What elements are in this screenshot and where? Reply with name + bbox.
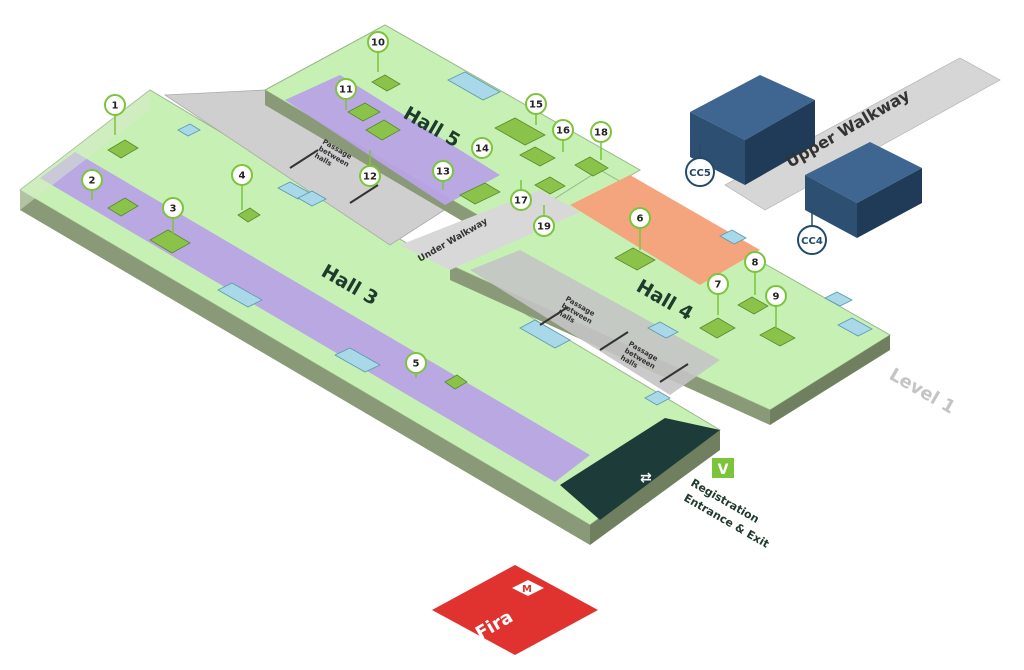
stand-marker-17[interactable]: 17	[510, 180, 532, 211]
stand-marker-12[interactable]: 12	[359, 150, 381, 187]
stand-marker-15[interactable]: 15	[525, 93, 547, 125]
stand-marker-5[interactable]: 5	[405, 352, 427, 378]
stand-marker-number: 18	[594, 128, 608, 139]
stand-marker-2[interactable]: 2	[81, 169, 103, 200]
stand-marker-10[interactable]: 10	[367, 31, 389, 72]
cc4-marker[interactable]: CC4	[797, 210, 827, 255]
info-desks	[177, 71, 873, 406]
stand-marker-number: 12	[363, 172, 377, 183]
stand-marker-8[interactable]: 8	[744, 251, 766, 295]
entrance-badge-letter: V	[718, 462, 729, 478]
stand-marker-19[interactable]: 19	[533, 205, 555, 237]
stand-marker-number: 4	[239, 171, 246, 182]
entrance-badge	[712, 458, 734, 478]
stand-marker-number: 2	[89, 176, 96, 187]
stand-marker-number: 5	[413, 359, 420, 370]
stand-marker-3[interactable]: 3	[162, 197, 184, 235]
cc5-building	[690, 75, 815, 185]
stand-marker-16[interactable]: 16	[552, 119, 574, 152]
stand-marker-number: 9	[773, 292, 780, 303]
stand-marker-number: 11	[339, 85, 353, 96]
svg-text:CC5: CC5	[689, 168, 711, 179]
stand-marker-7[interactable]: 7	[707, 273, 729, 315]
stands	[107, 74, 796, 390]
stand-marker-1[interactable]: 1	[104, 94, 126, 135]
stand-marker-number: 15	[529, 100, 543, 111]
hall-3-area	[19, 89, 721, 545]
stand-marker-number: 19	[537, 222, 551, 233]
stand-marker-18[interactable]: 18	[590, 121, 612, 160]
under-walkway-area	[400, 190, 580, 270]
cc4-building	[805, 142, 922, 238]
entrance-arrow-icon: ⇄	[640, 470, 652, 486]
stand-marker-number: 3	[170, 204, 177, 215]
stand-marker-number: 6	[637, 214, 644, 225]
stand-marker-13[interactable]: 13	[432, 160, 454, 190]
stand-marker-number: 13	[436, 167, 450, 178]
stand-marker-number: 7	[715, 280, 722, 291]
hall-4-area	[448, 169, 891, 425]
stand-marker-number: 16	[556, 126, 570, 137]
stand-marker-number: 17	[514, 196, 528, 207]
stand-marker-number: 1	[112, 101, 119, 112]
stand-marker-4[interactable]: 4	[231, 164, 253, 210]
svg-text:CC4: CC4	[801, 236, 823, 247]
metro-letter: M	[522, 584, 532, 595]
passage-label-hall3-5: Passage between halls	[313, 138, 353, 169]
stand-marker-number: 8	[752, 258, 759, 269]
stand-marker-number: 10	[371, 38, 385, 49]
passage-stripes	[289, 149, 689, 383]
metro-fira-sign: M Fira	[432, 565, 598, 655]
cc5-marker[interactable]: CC5	[685, 145, 715, 187]
stand-marker-11[interactable]: 11	[335, 78, 357, 110]
stand-marker-6[interactable]: 6	[629, 207, 651, 250]
upper-walkway-area	[724, 57, 1001, 211]
stand-marker-14[interactable]: 14	[471, 137, 493, 159]
stand-marker-number: 14	[475, 144, 489, 155]
stand-marker-9[interactable]: 9	[765, 285, 787, 328]
level-label: Level 1	[886, 364, 959, 418]
